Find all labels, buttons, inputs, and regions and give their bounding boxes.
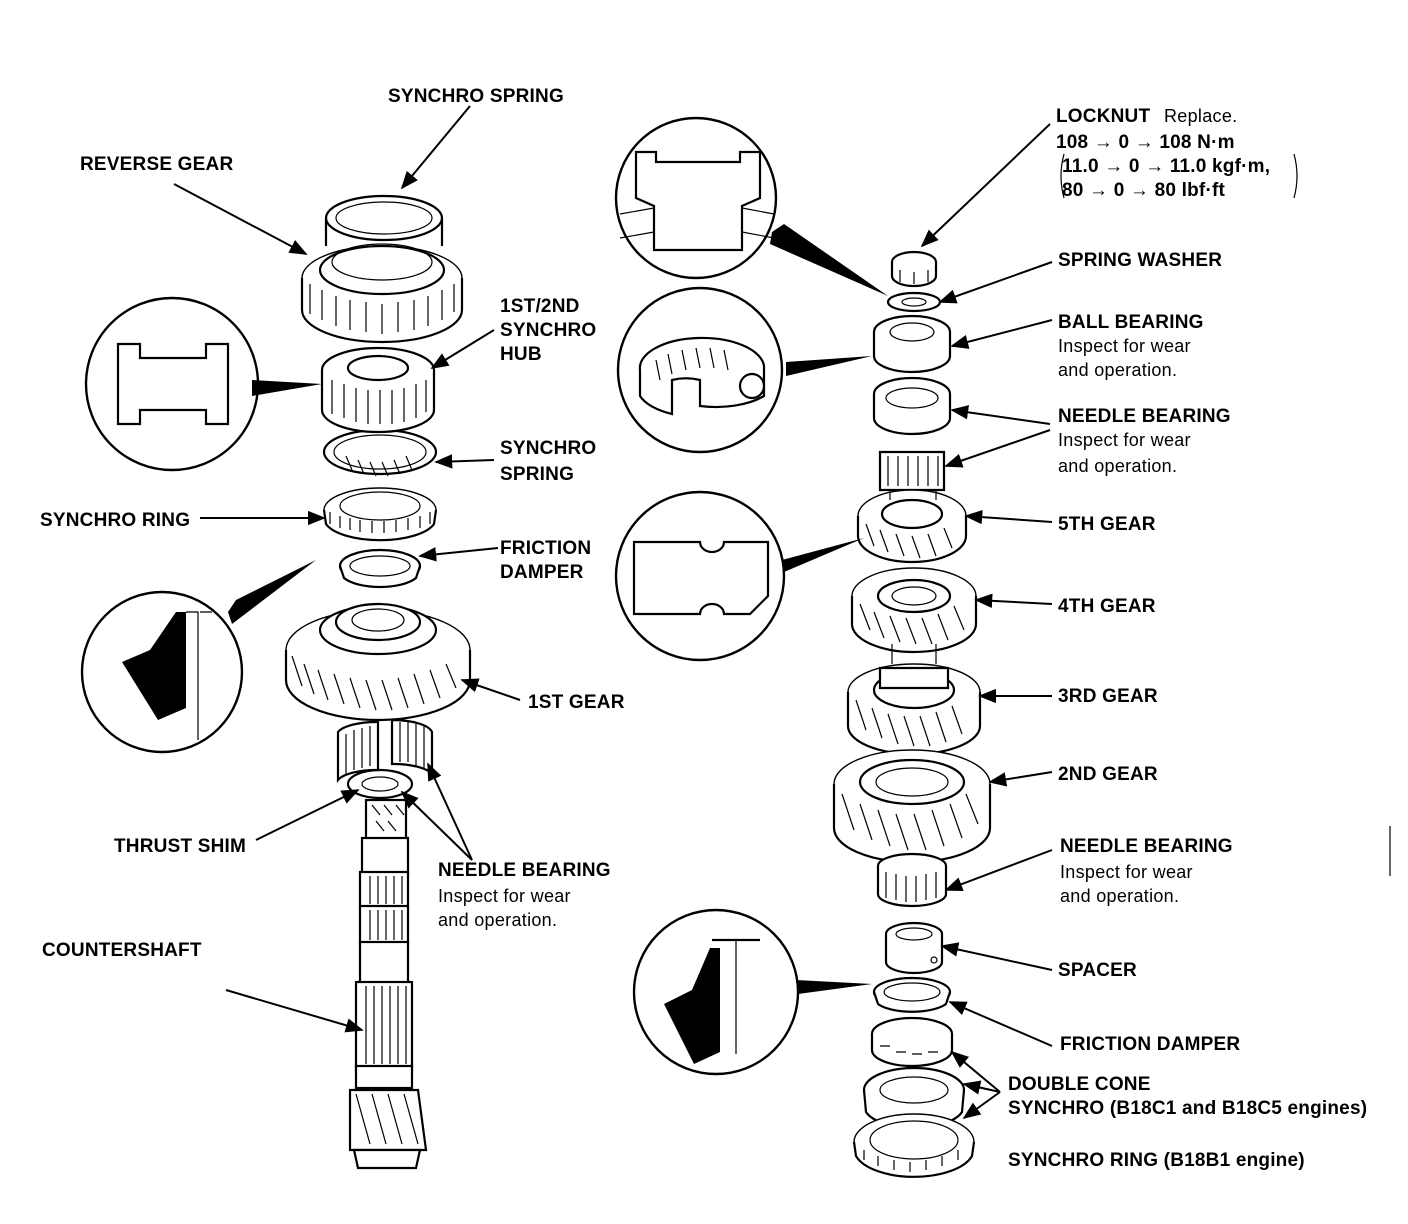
- note-ball-bearing-1: Inspect for wear: [1058, 336, 1191, 356]
- spacer-part: [884, 921, 944, 975]
- ball-bearing-detail-circle: [616, 286, 872, 454]
- damper-right-detail-circle: [632, 908, 872, 1076]
- right-assembly: [614, 116, 1391, 1178]
- label-countershaft: COUNTERSHAFT: [42, 940, 202, 961]
- locknut-part: [890, 250, 938, 288]
- label-hub-line1: 1ST/2ND: [500, 296, 580, 317]
- right-leader-lines: [920, 123, 1391, 1120]
- label-thrust-shim: THRUST SHIM: [114, 836, 246, 857]
- hub-detail-circle: [84, 296, 322, 472]
- note-locknut-replace: Replace.: [1164, 106, 1237, 126]
- synchro-spring-top-part: [324, 194, 444, 246]
- label-torque-lbf: 80 → 0 → 80 lbf·ft: [1062, 180, 1225, 201]
- thrust-shim-part: [346, 768, 414, 800]
- needle-bearing-lower-part: [876, 852, 948, 908]
- first-gear-part: [284, 602, 472, 722]
- spring-washer-part: [886, 291, 942, 313]
- label-locknut: LOCKNUT: [1056, 106, 1150, 127]
- label-fifth-gear: 5TH GEAR: [1058, 514, 1156, 535]
- left-assembly: [80, 105, 521, 1170]
- label-friction-damper-right: FRICTION DAMPER: [1060, 1034, 1240, 1055]
- label-synchro-ring-b18b1: SYNCHRO RING (B18B1 engine): [1008, 1150, 1305, 1171]
- label-needle-bearing-upper: NEEDLE BEARING: [1058, 406, 1231, 427]
- third-gear-part: [846, 663, 982, 756]
- label-spacer: SPACER: [1058, 960, 1137, 981]
- needle-bearing-upper-part: [872, 376, 952, 436]
- label-third-gear: 3RD GEAR: [1058, 686, 1158, 707]
- label-double-cone-line2: SYNCHRO (B18C1 and B18C5 engines): [1008, 1098, 1367, 1119]
- friction-damper-left-part: [338, 548, 422, 589]
- synchro-hub-part: [320, 346, 436, 434]
- label-friction-damper-left-line2: DAMPER: [500, 562, 584, 583]
- label-hub-line3: HUB: [500, 344, 542, 365]
- fifth-gear-part: [856, 450, 968, 564]
- label-synchro-spring-mid-line2: SPRING: [500, 464, 574, 485]
- second-gear-part: [832, 749, 992, 864]
- synchro-ring-b18b1-part: [852, 1113, 976, 1178]
- label-torque-nm: 108 → 0 → 108 N·m: [1056, 132, 1235, 153]
- label-first-gear: 1ST GEAR: [528, 692, 625, 713]
- note-ball-bearing-2: and operation.: [1058, 360, 1177, 380]
- label-second-gear: 2ND GEAR: [1058, 764, 1158, 785]
- label-friction-damper-left-line1: FRICTION: [500, 538, 591, 559]
- synchro-ring-part: [322, 487, 438, 542]
- needle-cage-detail-circle: [614, 490, 864, 662]
- label-fourth-gear: 4TH GEAR: [1058, 596, 1156, 617]
- locknut-detail-circle: [614, 116, 888, 296]
- fourth-gear-part: [850, 567, 978, 654]
- label-synchro-ring: SYNCHRO RING: [40, 510, 190, 531]
- note-needle-bearing-upper-1: Inspect for wear: [1058, 430, 1191, 450]
- label-double-cone-line1: DOUBLE CONE: [1008, 1074, 1151, 1095]
- ball-bearing-part: [872, 314, 952, 374]
- double-cone-synchro-part: [862, 1016, 966, 1129]
- needle-bearing-left-part: [336, 718, 434, 783]
- label-spring-washer: SPRING WASHER: [1058, 250, 1222, 271]
- left-leader-lines: [173, 105, 521, 1033]
- label-ball-bearing: BALL BEARING: [1058, 312, 1204, 333]
- label-torque-kgf: 11.0 → 0 → 11.0 kgf·m,: [1062, 156, 1270, 177]
- label-synchro-spring-top: SYNCHRO SPRING: [388, 86, 564, 107]
- note-needle-bearing-lower-2: and operation.: [1060, 886, 1179, 906]
- synchro-spring-mid-part: [322, 428, 438, 476]
- label-needle-bearing-left: NEEDLE BEARING: [438, 860, 611, 881]
- note-needle-bearing-lower-1: Inspect for wear: [1060, 862, 1193, 882]
- label-needle-bearing-lower: NEEDLE BEARING: [1060, 836, 1233, 857]
- friction-damper-right-part: [872, 976, 952, 1013]
- labels: SYNCHRO SPRING REVERSE GEAR 1ST/2ND SYNC…: [40, 86, 1367, 1171]
- countershaft-part: [348, 798, 428, 1170]
- label-hub-line2: SYNCHRO: [500, 320, 596, 341]
- reverse-gear-part: [300, 243, 464, 344]
- note-needle-bearing-upper-2: and operation.: [1058, 456, 1177, 476]
- damper-detail-circle: [80, 560, 316, 754]
- label-synchro-spring-mid-line1: SYNCHRO: [500, 438, 596, 459]
- note-needle-bearing-left-2: and operation.: [438, 910, 557, 930]
- label-reverse-gear: REVERSE GEAR: [80, 154, 233, 175]
- note-needle-bearing-left-1: Inspect for wear: [438, 886, 571, 906]
